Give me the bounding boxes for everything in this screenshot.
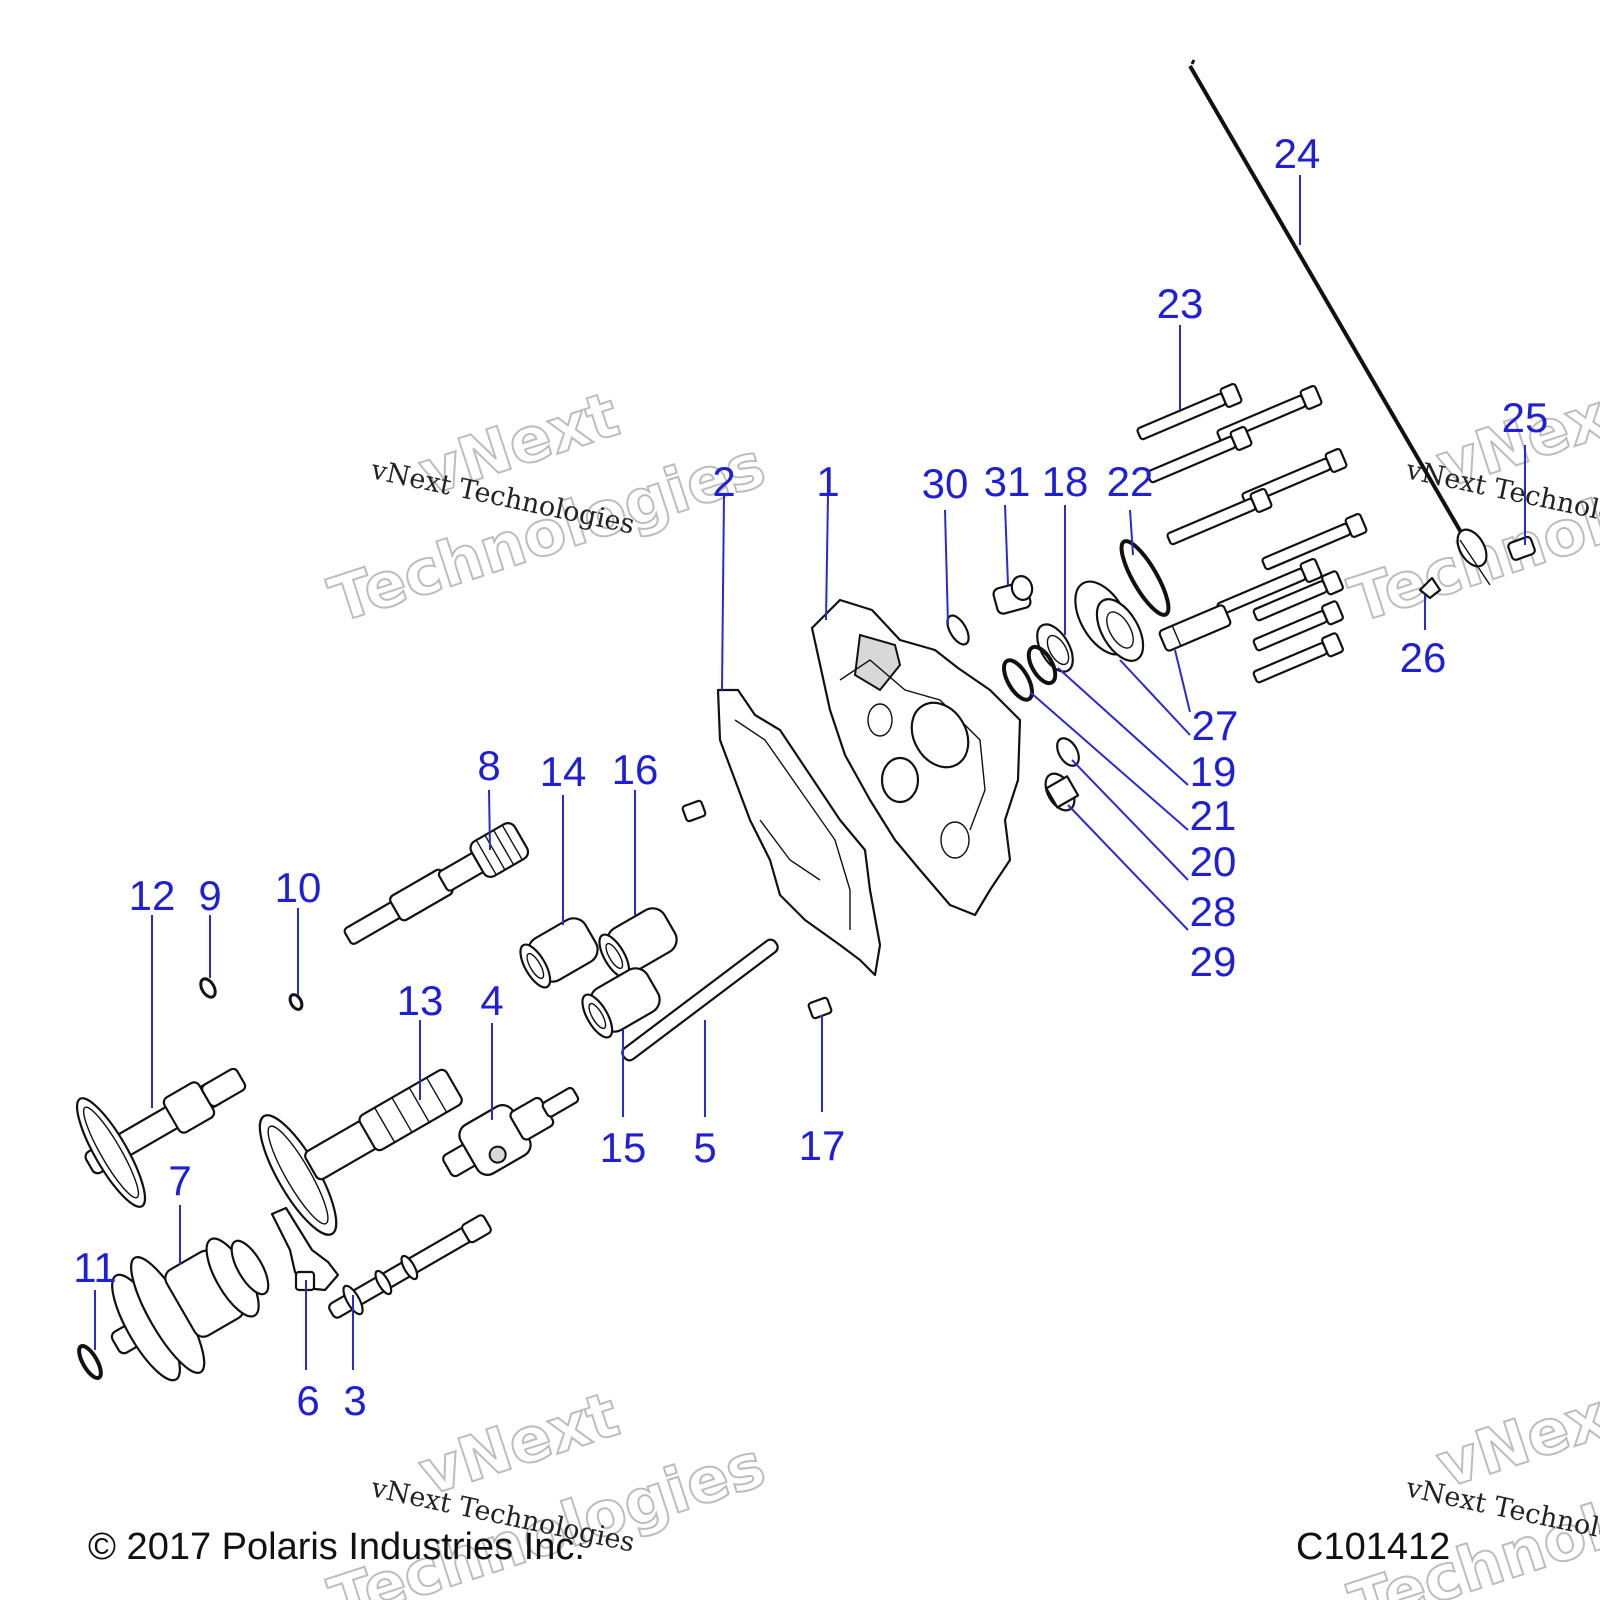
callout-8: 8 [477, 742, 500, 789]
part-11-washer [77, 1344, 103, 1380]
watermark-upper: vNext Technologies vNext Technologies [320, 376, 775, 638]
part-29-bushing [1044, 772, 1080, 812]
callout-27: 27 [1192, 702, 1239, 749]
callout-14: 14 [540, 748, 587, 795]
callout-25: 25 [1502, 394, 1549, 441]
callout-5: 5 [693, 1124, 716, 1171]
callout-19: 19 [1190, 748, 1237, 795]
part-7-cluster-gear [110, 1237, 270, 1382]
part-24-dipstick [1188, 59, 1491, 586]
leader-22 [1129, 509, 1134, 556]
part-28-bushing [1056, 737, 1080, 767]
callout-1: 1 [816, 458, 839, 505]
callout-18: 18 [1042, 458, 1089, 505]
leader-31 [1004, 504, 1009, 586]
callout-15: 15 [600, 1124, 647, 1171]
part-1-housing [810, 598, 1022, 917]
callout-20: 20 [1190, 838, 1237, 885]
copyright-text: © 2017 Polaris Industries Inc. [88, 1526, 585, 1568]
part-17-dowel-pins [681, 799, 833, 1020]
part-18-seal [1036, 623, 1074, 673]
part-16-needle-bearing [598, 907, 678, 979]
callout-16: 16 [612, 746, 659, 793]
callout-3: 3 [343, 1377, 366, 1424]
part-8-input-shaft [343, 822, 530, 945]
callout-7: 7 [168, 1157, 191, 1204]
figure-code: C101412 [1296, 1526, 1451, 1568]
leader-2 [721, 494, 725, 691]
callout-21: 21 [1190, 792, 1237, 839]
part-22-snap-ring [1119, 539, 1171, 617]
part-9-clip [199, 977, 217, 999]
callout-4: 4 [480, 977, 503, 1024]
callout-24: 24 [1274, 130, 1321, 177]
part-21-o-ring [1026, 644, 1058, 686]
leader-8 [488, 789, 491, 851]
part-30-washer [946, 614, 970, 646]
part-5-shaft [621, 938, 779, 1062]
callout-31: 31 [984, 458, 1031, 505]
part-19-bearing [1074, 580, 1145, 662]
callout-26: 26 [1400, 634, 1447, 681]
leader-30 [944, 509, 949, 626]
callout-10: 10 [275, 864, 322, 911]
callout-29: 29 [1190, 938, 1237, 985]
part-12-gear-shaft [75, 1067, 247, 1208]
part-3-shift-shaft [328, 1214, 492, 1319]
part-27-sleeve [1158, 604, 1232, 652]
leader-29 [1067, 804, 1189, 931]
part-31-plug [992, 575, 1034, 615]
leader-20 [1029, 691, 1189, 831]
callout-6: 6 [296, 1377, 319, 1424]
watermark-upper-right: vNext Technologies vNext Technologies [1340, 369, 1600, 638]
callout-9: 9 [198, 872, 221, 919]
callout-13: 13 [397, 977, 444, 1024]
callout-2: 2 [712, 458, 735, 505]
callout-22: 22 [1107, 458, 1154, 505]
part-20-o-ring [1002, 658, 1034, 702]
part-14-needle-bearing [519, 917, 599, 989]
part-4-shift-drum [442, 1086, 580, 1178]
leader-lines [94, 175, 1526, 1370]
callout-12: 12 [129, 872, 176, 919]
part-15-needle-bearing [581, 967, 661, 1039]
callout-28: 28 [1190, 888, 1237, 935]
leader-19 [1119, 659, 1191, 736]
part-10-clip [288, 993, 304, 1011]
callout-23: 23 [1157, 280, 1204, 327]
part-13-gear-shaft [258, 1068, 463, 1236]
part-2-gasket [716, 688, 882, 977]
leader-1 [825, 494, 829, 621]
callout-11: 11 [73, 1244, 117, 1291]
callout-17: 17 [799, 1122, 846, 1169]
callout-30: 30 [922, 460, 969, 507]
callouts: 24 23 25 26 2 1 30 31 18 22 27 19 21 20 … [73, 130, 1548, 1424]
part-25-fitting [1507, 535, 1536, 561]
leader-21 [1057, 667, 1189, 786]
leader-28 [1071, 759, 1189, 881]
part-26-clip [1418, 576, 1442, 600]
leader-27 [1174, 649, 1191, 713]
